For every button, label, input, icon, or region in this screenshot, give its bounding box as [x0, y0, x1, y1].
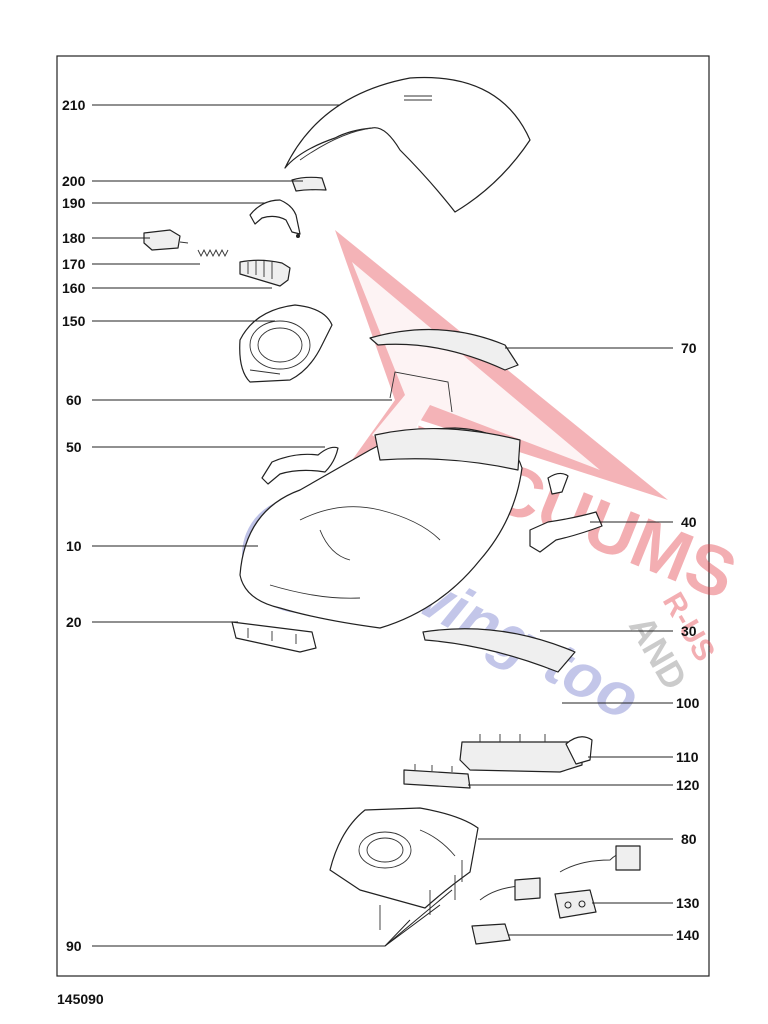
callout-110: 110 — [676, 749, 699, 765]
part-150-filter-frame — [239, 304, 333, 383]
callout-180: 180 — [62, 230, 86, 246]
watermark-red-swoosh-inner — [352, 262, 600, 470]
part-60-wire — [389, 371, 453, 413]
part-130-connector — [554, 845, 641, 919]
callout-160: 160 — [62, 280, 86, 296]
part-210-top-cover — [284, 76, 531, 213]
part-40-side-latch — [529, 472, 603, 553]
part-170-spring — [197, 248, 229, 258]
part-140-plug — [471, 877, 541, 945]
diagram-frame — [56, 55, 710, 977]
part-20-hinge-bar — [231, 621, 317, 653]
part-10-main-body — [239, 427, 523, 629]
part-200-clip — [291, 176, 327, 192]
drawing-number: 145090 — [57, 991, 104, 1007]
callout-140: 140 — [676, 927, 700, 943]
callout-40: 40 — [681, 514, 697, 530]
part-100-hose-core — [366, 703, 561, 736]
callout-80: 80 — [681, 831, 697, 847]
callout-10: 10 — [66, 538, 82, 554]
part-190-bracket — [249, 199, 301, 238]
part-90-screws — [379, 860, 463, 930]
callout-90: 90 — [66, 938, 82, 954]
callout-120: 120 — [676, 777, 700, 793]
callout-210: 210 — [62, 97, 86, 113]
part-30-flat-panel — [422, 628, 576, 673]
callout-170: 170 — [62, 256, 86, 272]
callout-150: 150 — [62, 313, 86, 329]
part-160-bellows — [239, 259, 291, 287]
part-100-hose — [367, 703, 561, 736]
callout-100: 100 — [676, 695, 700, 711]
callouts-left: 210 200 190 180 170 160 150 60 50 10 20 … — [62, 97, 86, 954]
part-50-latch — [261, 446, 339, 485]
callout-200: 200 — [62, 173, 86, 189]
callout-70: 70 — [681, 340, 697, 356]
callouts-right: 70 40 30 100 110 120 80 130 140 — [676, 340, 700, 943]
part-70-grille-strip — [369, 328, 519, 371]
callout-20: 20 — [66, 614, 82, 630]
part-80-base-housing — [329, 807, 479, 909]
part-110-circuit-board — [459, 734, 593, 773]
callout-60: 60 — [66, 392, 82, 408]
leader-lines — [92, 104, 673, 947]
callout-30: 30 — [681, 623, 697, 639]
callout-130: 130 — [676, 895, 700, 911]
part-180-button — [143, 229, 189, 251]
part-120-switch-plate — [403, 764, 471, 789]
callout-190: 190 — [62, 195, 86, 211]
callout-50: 50 — [66, 439, 82, 455]
